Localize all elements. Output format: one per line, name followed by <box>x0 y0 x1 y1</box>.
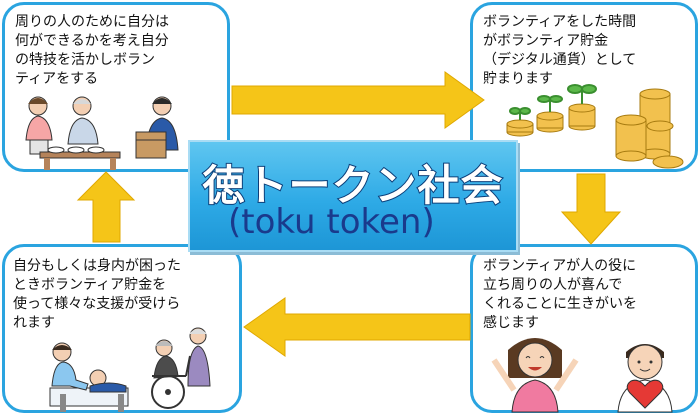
step-text-bottom-right: ボランティアが人の役に 立ち周りの人が喜んで くれることに生きがいを 感じます <box>483 258 637 331</box>
step-text-top-right: ボランティアをした時間 がボランティア貯金 （デジタル通貨）として 貯まります <box>483 14 637 87</box>
page-subtitle: (toku token) <box>228 202 435 242</box>
volunteer-feeding-elderly-illustration <box>25 96 121 170</box>
page-title: 徳トークン社会 <box>201 160 504 211</box>
step-text-top-left: 周りの人のために自分は 何ができるかを考え自分 の特技を活かしボラン ティアをす… <box>15 14 169 87</box>
center-title-box: 徳トークン社会 (toku token) <box>188 140 518 252</box>
wheelchair-helper-illustration <box>151 327 211 409</box>
coin-stacks-with-sprouts-illustration <box>506 84 684 169</box>
volunteer-carrying-box-illustration <box>135 96 179 159</box>
boy-with-heart-illustration <box>617 344 673 413</box>
happy-girl-illustration <box>491 338 579 413</box>
step-text-bottom-left: 自分もしくは身内が困った ときボランティア貯金を 使って様々な支援が受けら れま… <box>13 258 181 331</box>
caregiver-helping-person-illustration <box>49 342 129 412</box>
